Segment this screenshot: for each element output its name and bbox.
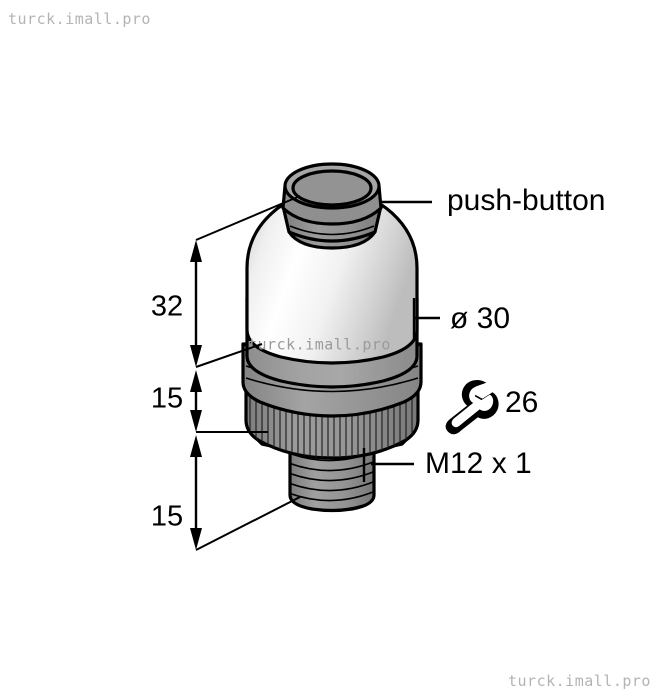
watermark-top-left: turck.imall.pro — [8, 10, 151, 28]
extension-lines — [195, 195, 301, 551]
watermark-body-overlay: turck.imall.pro — [248, 336, 391, 354]
callout-label-diameter: ø 30 — [450, 302, 510, 335]
dimension-chain: 32 15 15 — [151, 195, 301, 551]
dimension-15-lower: 15 — [151, 435, 202, 550]
dimension-label-15-lower: 15 — [151, 501, 183, 533]
arrow-up-32 — [190, 240, 202, 262]
dimension-label-15-upper: 15 — [151, 383, 183, 415]
arrow-up-15-lower — [190, 435, 202, 457]
callout-push-button: push-button — [380, 184, 605, 217]
sensor-body-illustration: turck.imall.pro — [241, 162, 423, 513]
callout-thread: M12 x 1 — [362, 447, 532, 482]
callout-label-push-button: push-button — [447, 184, 605, 217]
callout-diameter: ø 30 — [412, 298, 510, 340]
callout-label-wrench-size: 26 — [505, 386, 538, 419]
push-button-cap — [281, 162, 383, 250]
dimension-15-upper: 15 — [151, 370, 202, 432]
watermark-bottom-right: turck.imall.pro — [508, 672, 651, 690]
dimension-32: 32 — [151, 240, 202, 367]
callout-wrench-size: 26 — [445, 380, 538, 435]
wrench-icon — [445, 380, 499, 435]
push-button-top-inner — [291, 169, 373, 207]
arrow-down-32 — [190, 345, 202, 367]
arrow-down-15-upper — [190, 410, 202, 432]
arrow-up-15-upper — [190, 370, 202, 392]
dimension-label-32: 32 — [151, 291, 183, 323]
callout-label-thread: M12 x 1 — [425, 447, 532, 480]
arrow-down-15-lower — [190, 528, 202, 550]
